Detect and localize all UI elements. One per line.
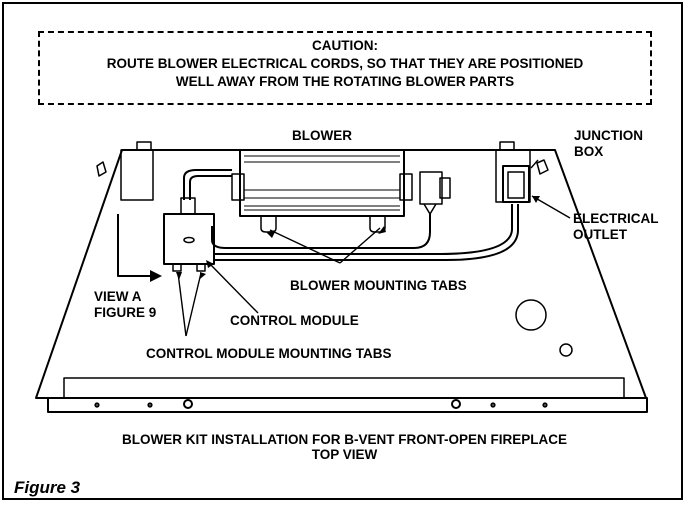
cord-2 <box>189 175 232 200</box>
label-control-module: CONTROL MODULE <box>230 313 359 328</box>
label-blower: BLOWER <box>292 128 352 143</box>
leader-ctrl-tab-b <box>185 272 202 337</box>
control-module <box>163 213 215 265</box>
caution-line-1: ROUTE BLOWER ELECTRICAL CORDS, SO THAT T… <box>106 56 584 71</box>
label-blower-mounting-tabs: BLOWER MOUNTING TABS <box>290 278 467 293</box>
label-outlet-line1: ELECTRICAL <box>573 211 659 226</box>
label-view-a-line1: VIEW A <box>94 289 142 304</box>
cord-1 <box>183 169 232 200</box>
blower-housing <box>239 149 405 217</box>
label-view-a: VIEW A FIGURE 9 <box>94 289 156 321</box>
caution-title: CAUTION: <box>312 38 378 53</box>
control-module-plug <box>180 197 196 215</box>
view-a-arrow <box>117 214 150 277</box>
caution-line-2: WELL AWAY FROM THE ROTATING BLOWER PARTS <box>175 74 515 89</box>
leader-tab-right <box>339 227 381 264</box>
blower-switch <box>419 171 443 205</box>
label-outlet-line2: OUTLET <box>573 227 627 242</box>
label-electrical-outlet: ELECTRICAL OUTLET <box>573 211 659 243</box>
leader-outlet <box>531 195 571 219</box>
blower-motor-right <box>399 173 413 201</box>
label-control-module-tabs: CONTROL MODULE MOUNTING TABS <box>146 346 392 361</box>
label-view-a-line2: FIGURE 9 <box>94 305 157 320</box>
label-junction-line2: BOX <box>574 144 604 159</box>
leader-control-module <box>207 261 259 314</box>
right-edge-tab <box>536 159 549 175</box>
cord-4 <box>214 204 513 255</box>
leader-tab-left <box>269 229 341 264</box>
control-tab-left <box>172 263 182 272</box>
vent-hole-small <box>559 343 573 357</box>
leader-ctrl-tab-a <box>177 272 187 337</box>
blower-motor-left <box>231 173 245 201</box>
figure-frame <box>2 2 683 500</box>
right-top-tab <box>499 141 515 151</box>
front-base-plate <box>47 397 648 413</box>
cord-5 <box>214 204 519 261</box>
junction-box <box>502 165 530 203</box>
left-column <box>120 149 154 201</box>
caption-line-2: TOP VIEW <box>311 447 378 462</box>
caution-box: CAUTION: ROUTE BLOWER ELECTRICAL CORDS, … <box>38 31 652 105</box>
figure-label: Figure 3 <box>14 478 81 497</box>
electrical-outlet <box>507 171 525 199</box>
inner-lintel <box>63 377 625 399</box>
label-junction-line1: JUNCTION <box>574 128 644 143</box>
blower-tab-left <box>260 216 277 233</box>
caption-line-1: BLOWER KIT INSTALLATION FOR B-VENT FRONT… <box>122 432 567 447</box>
junction-column <box>495 149 531 203</box>
cord-3 <box>211 214 431 249</box>
vent-hole-large <box>515 299 547 331</box>
label-junction: JUNCTION BOX <box>574 128 643 160</box>
left-edge-tab <box>96 161 107 177</box>
leader-junction <box>530 159 539 169</box>
control-tab-right <box>196 263 206 272</box>
left-top-tab <box>136 141 152 151</box>
caption: BLOWER KIT INSTALLATION FOR B-VENT FRONT… <box>0 432 689 462</box>
